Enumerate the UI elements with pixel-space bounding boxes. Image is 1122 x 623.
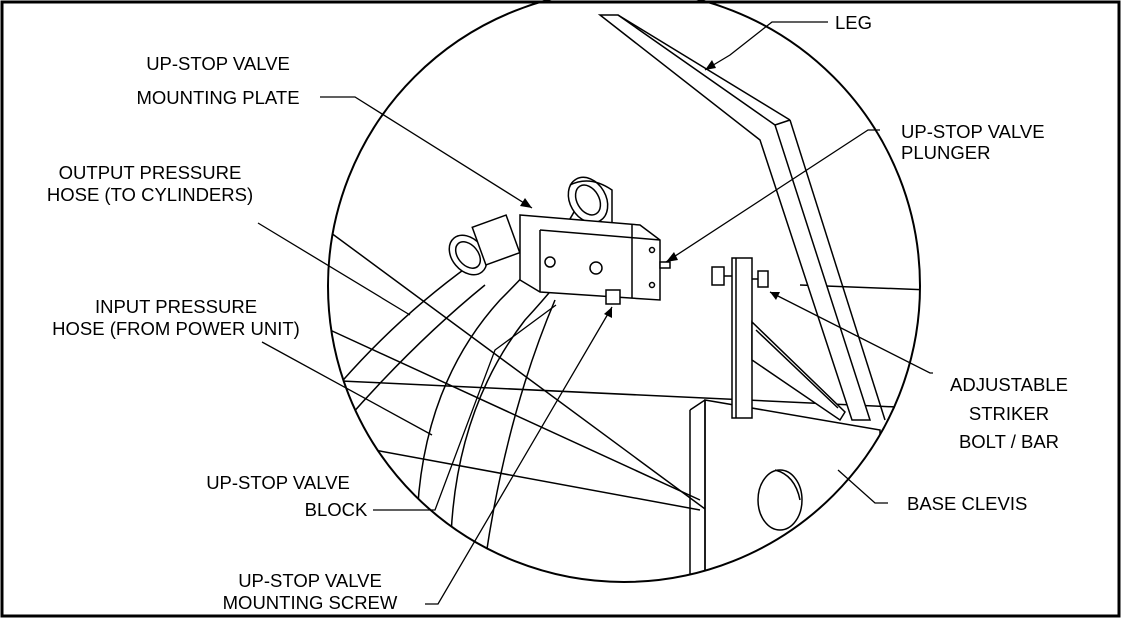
- label-leg: LEG: [835, 12, 872, 33]
- label-striker-line2: STRIKER: [969, 403, 1049, 424]
- valve-block: [519, 214, 671, 305]
- floor-line: [328, 209, 721, 521]
- label-plunger-line2: PLUNGER: [901, 142, 990, 163]
- leader-mounting-plate: [320, 96, 533, 209]
- label-plunger-line1: UP-STOP VALVE: [901, 121, 1045, 142]
- leader-output-hose: [257, 222, 411, 316]
- arrowhead: [705, 60, 716, 70]
- label-base-clevis: BASE CLEVIS: [907, 493, 1027, 514]
- label-input-hose-line1: INPUT PRESSURE: [95, 296, 257, 317]
- leader-mounting-screw: [425, 306, 613, 605]
- leader-plunger: [665, 129, 880, 263]
- label-input-hose-line2: HOSE (FROM POWER UNIT): [52, 318, 300, 339]
- leader-leg: [704, 21, 828, 71]
- arrowhead: [604, 307, 612, 318]
- leader-striker: [769, 291, 933, 374]
- detail-view: [328, 14, 920, 582]
- leader-lines: [257, 21, 933, 605]
- label-mounting-screw-line1: UP-STOP VALVE: [238, 570, 382, 591]
- arrowhead: [770, 292, 780, 300]
- arrowhead: [666, 252, 678, 262]
- label-striker-line1: ADJUSTABLE: [950, 374, 1068, 395]
- leader-base-clevis: [837, 469, 888, 504]
- striker-bar: [711, 257, 846, 422]
- detail-circle: [327, 0, 921, 583]
- floor-line: [328, 439, 701, 511]
- label-output-hose-line1: OUTPUT PRESSURE: [59, 162, 242, 183]
- label-mounting-screw-line2: MOUNTING SCREW: [223, 592, 398, 613]
- arrowhead: [520, 198, 532, 208]
- leader-input-hose: [261, 341, 433, 436]
- leader-valve-block: [373, 304, 557, 511]
- label-striker-line3: BOLT / BAR: [959, 431, 1059, 452]
- input-hose: [328, 214, 521, 446]
- arrowheads: [520, 60, 780, 318]
- label-valve-block-line2: BLOCK: [305, 499, 368, 520]
- label-output-hose-line2: HOSE (TO CYLINDERS): [47, 184, 253, 205]
- label-mounting-plate-line1: UP-STOP VALVE: [146, 53, 290, 74]
- labels: LEG UP-STOP VALVE MOUNTING PLATE UP-STOP…: [47, 12, 1068, 613]
- label-valve-block-line1: UP-STOP VALVE: [206, 472, 350, 493]
- label-mounting-plate-line2: MOUNTING PLATE: [136, 87, 299, 108]
